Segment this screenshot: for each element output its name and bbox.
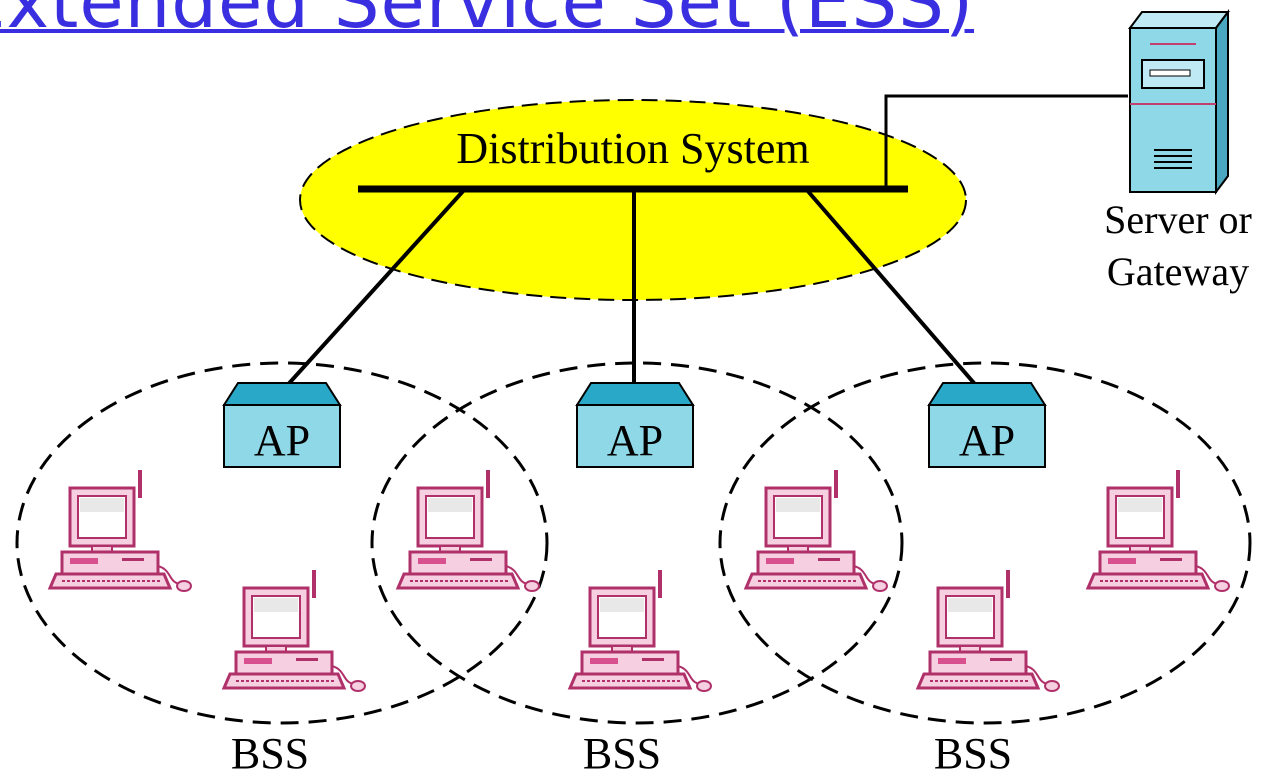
access-point-center: AP bbox=[575, 382, 695, 468]
page-title[interactable]: Extended Service Set (ESS) bbox=[0, 0, 975, 44]
server-label-line2: Gateway bbox=[1107, 249, 1249, 294]
bss-label-center: BSS bbox=[583, 729, 661, 778]
ap-label-right: AP bbox=[959, 416, 1015, 465]
server-icon bbox=[1128, 9, 1230, 195]
bss-area-right bbox=[718, 361, 1252, 725]
bss-label-right: BSS bbox=[934, 729, 1012, 778]
title-area: Extended Service Set (ESS) bbox=[0, 0, 1282, 60]
distribution-system-label: Distribution System bbox=[456, 124, 809, 173]
computer-icon bbox=[396, 468, 541, 593]
ap-label-left: AP bbox=[254, 416, 310, 465]
computer-icon bbox=[48, 468, 193, 593]
bss-area-left bbox=[15, 361, 549, 725]
access-point-left: AP bbox=[222, 382, 342, 468]
bss-label-left: BSS bbox=[231, 729, 309, 778]
computer-icon bbox=[744, 468, 889, 593]
access-point-right: AP bbox=[927, 382, 1047, 468]
computer-icon bbox=[1086, 468, 1231, 593]
bss-area-center bbox=[370, 361, 904, 725]
ap-label-center: AP bbox=[607, 416, 663, 465]
computer-icon bbox=[568, 568, 713, 693]
computer-icon bbox=[222, 568, 367, 693]
server-label-line1: Server or bbox=[1104, 197, 1252, 242]
computer-icon bbox=[916, 568, 1061, 693]
